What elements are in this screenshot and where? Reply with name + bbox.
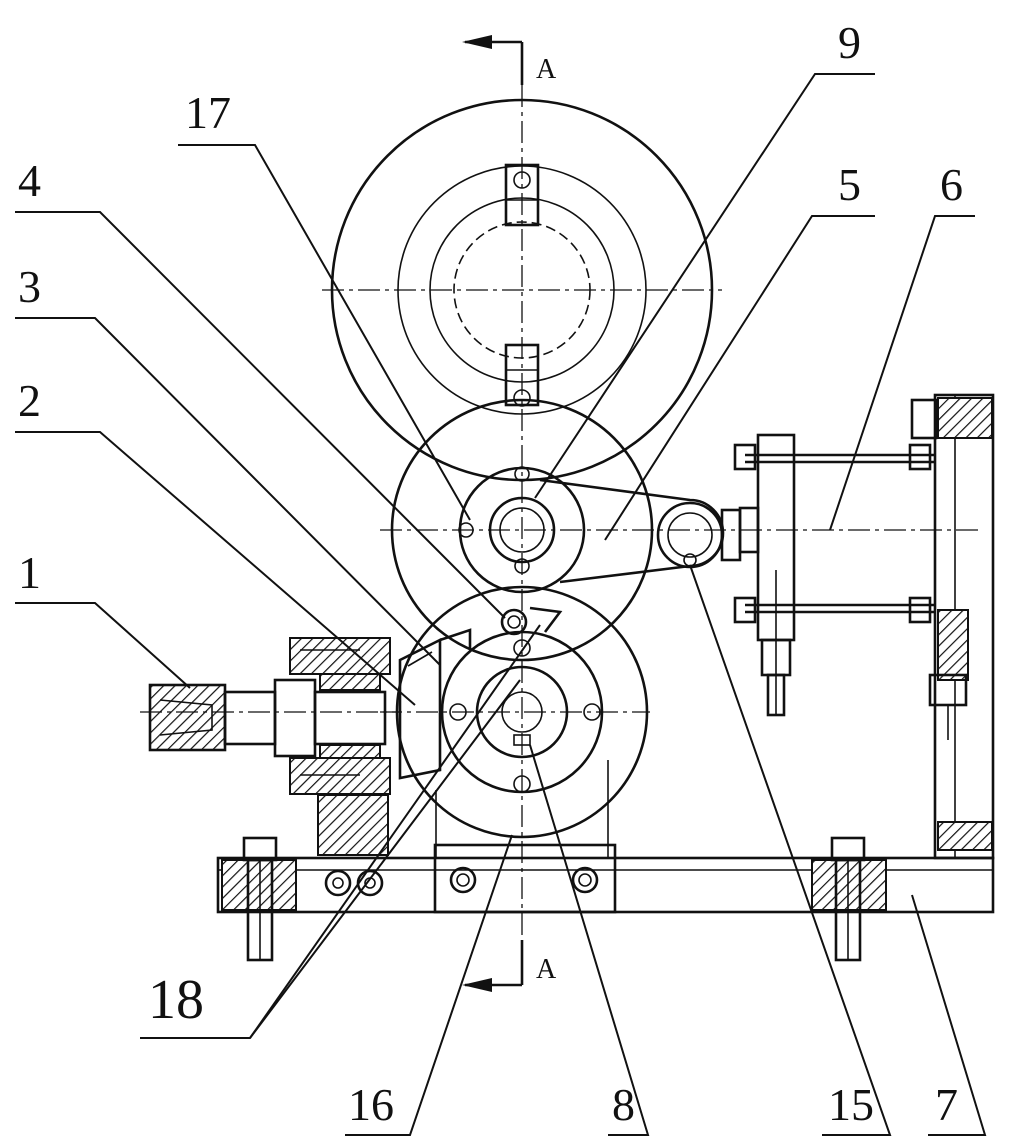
label-2: 2: [18, 375, 41, 426]
tensioner-assembly: [735, 435, 935, 715]
swing-arm: [540, 480, 740, 582]
section-letter-bottom: A: [536, 954, 557, 985]
label-18: 18: [148, 969, 204, 1031]
label-15: 15: [828, 1079, 874, 1130]
label-1: 1: [18, 547, 41, 598]
lower-wheel: [380, 587, 650, 837]
label-17: 17: [185, 87, 231, 138]
label-5: 5: [838, 159, 861, 210]
label-3: 3: [18, 261, 41, 312]
section-marker-bottom: A: [462, 940, 557, 992]
left-shaft-assembly: [140, 638, 400, 794]
label-8: 8: [612, 1079, 635, 1130]
label-16: 16: [348, 1079, 394, 1130]
section-letter-top: A: [536, 54, 557, 85]
left-bracket: [318, 795, 388, 855]
label-7: 7: [935, 1079, 958, 1130]
section-marker-top: A: [462, 35, 557, 85]
right-frame: [912, 395, 993, 858]
label-9: 9: [838, 17, 861, 68]
middle-roller: [380, 400, 980, 660]
label-6: 6: [940, 159, 963, 210]
label-4: 4: [18, 155, 41, 206]
